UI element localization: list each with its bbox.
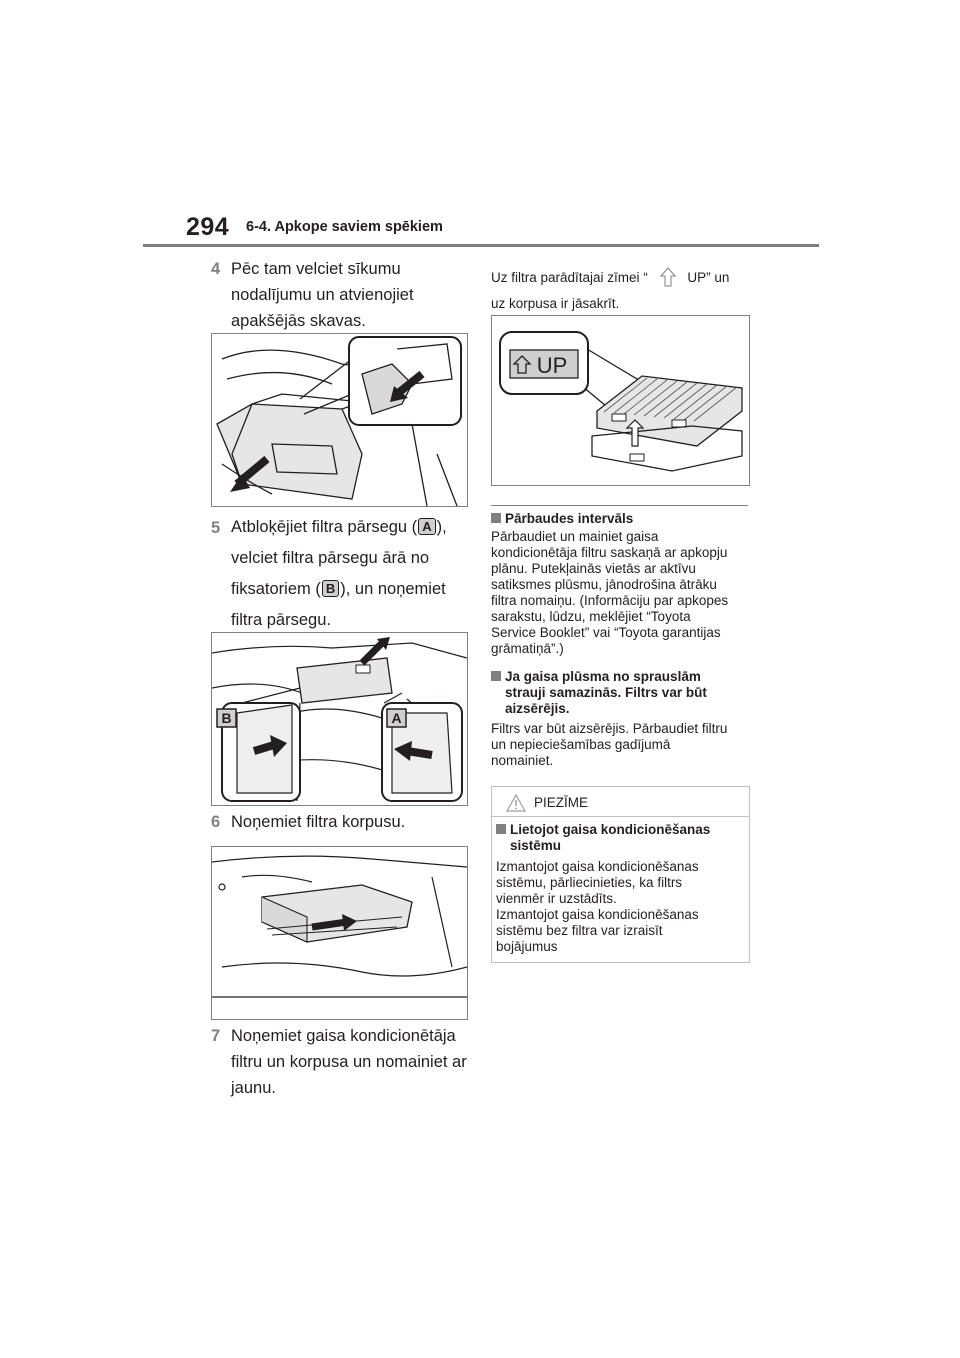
step-6: 6 Noņemiet filtra korpusu.	[211, 809, 491, 837]
callout-b: B	[216, 702, 301, 802]
inspection-line: kondicionētāja filtru saskaņā ar apkopju	[491, 545, 728, 560]
step-line: filtra pārsegu.	[231, 611, 331, 629]
filter-cover-illustration: B A	[212, 637, 467, 802]
step-line: fiksatoriem (B), un noņemiet	[231, 580, 446, 598]
up-instruction: Uz filtra parādītajai zīmei “ UP” un uz …	[491, 267, 761, 314]
figure-filter-cover: B A	[211, 632, 468, 806]
note-line: Izmantojot gaisa kondicionēšanas	[496, 907, 699, 922]
up-mark-illustration: UP	[499, 331, 743, 472]
up-arrow-icon	[659, 267, 676, 287]
airflow-line: un nepieciešamības gadījumā	[491, 737, 671, 752]
step-7: 7 Noņemiet gaisa kondicionētāja filtru u…	[211, 1023, 491, 1103]
page-number: 294	[186, 213, 230, 241]
airflow-section: Ja gaisa plūsma no sprauslām strauji sam…	[491, 669, 756, 769]
note-divider	[492, 816, 749, 817]
bullet-square-icon	[496, 824, 506, 834]
header-rule	[143, 244, 819, 247]
note-line: vienmēr ir uzstādīts.	[496, 891, 617, 906]
step-number: 5	[211, 519, 221, 537]
step-text: Atbloķējiet filtra pārsegu (A), velciet …	[231, 512, 491, 636]
warning-icon	[506, 794, 526, 812]
inspection-section: Pārbaudes intervāls Pārbaudiet un mainie…	[491, 511, 756, 657]
note-content: Lietojot gaisa kondicionēšanas sistēmu I…	[496, 822, 746, 955]
inspection-line: Service Booklet” vai “Toyota garantijas	[491, 625, 721, 640]
label-a-badge: A	[418, 518, 436, 535]
divider	[491, 505, 748, 506]
inspection-line: sarakstu, lūdzu, meklējiet “Toyota	[491, 609, 691, 624]
callout-a: A	[381, 702, 463, 802]
bullet-square-icon	[491, 671, 501, 681]
glovebox-illustration	[216, 336, 462, 506]
inspection-body: Pārbaudiet un mainiet gaisa kondicionētā…	[491, 529, 756, 657]
inspection-line: Pārbaudiet un mainiet gaisa	[491, 529, 659, 544]
step-line: Atbloķējiet filtra pārsegu (A),	[231, 518, 447, 536]
zoom-callout	[299, 336, 462, 426]
step-line: Pēc tam velciet sīkumu	[231, 260, 401, 278]
step-5: 5 Atbloķējiet filtra pārsegu (A), velcie…	[211, 515, 491, 629]
step-line: apakšējās skavas.	[231, 312, 366, 330]
note-label: PIEZĪME	[534, 795, 589, 810]
inspection-title: Pārbaudes intervāls	[491, 511, 756, 527]
callout-a-label: A	[391, 710, 401, 726]
callout-b-label: B	[221, 710, 231, 726]
airflow-line: nomainiet.	[491, 753, 554, 768]
note-line: Izmantojot gaisa kondicionēšanas	[496, 859, 699, 874]
note-header: PIEZĪME	[506, 794, 589, 812]
step-line: filtru un korpusa un nomainiet ar	[231, 1053, 467, 1071]
inspection-line: plānu. Putekļainās vietās ar aktīvu	[491, 561, 696, 576]
airflow-body: Filtrs var būt aizsērējis. Pārbaudiet fi…	[491, 721, 756, 769]
bullet-square-icon	[491, 513, 501, 523]
step-line: Noņemiet filtra korpusu.	[231, 813, 406, 831]
note-line: bojājumus	[496, 939, 558, 954]
step-number: 4	[211, 260, 221, 278]
figure-glovebox	[211, 333, 468, 507]
section-title: 6-4. Apkope saviem spēkiem	[246, 219, 443, 235]
step-text: Pēc tam velciet sīkumu nodalījumu un atv…	[231, 256, 491, 334]
up-mark-label: UP	[537, 353, 568, 378]
label-b-badge: B	[321, 580, 340, 597]
inspection-line: grāmatiņā”.)	[491, 641, 564, 656]
up-instruction-line: Uz filtra parādītajai zīmei “ UP” un	[491, 267, 761, 288]
step-number: 7	[211, 1027, 221, 1045]
inspection-line: satiksmes plūsmu, jānodrošina ātrāku	[491, 577, 717, 592]
note-line: sistēmu, pārliecinieties, ka filtrs	[496, 875, 683, 890]
airflow-title: Ja gaisa plūsma no sprauslām strauji sam…	[491, 669, 756, 717]
step-line: nodalījumu un atvienojiet	[231, 286, 414, 304]
note-line: sistēmu bez filtra var izraisīt	[496, 923, 663, 938]
note-title: Lietojot gaisa kondicionēšanas sistēmu	[496, 822, 746, 854]
note-box: PIEZĪME Lietojot gaisa kondicionēšanas s…	[491, 786, 750, 963]
step-text: Noņemiet gaisa kondicionētāja filtru un …	[231, 1023, 491, 1101]
step-line: Noņemiet gaisa kondicionētāja	[231, 1027, 456, 1045]
up-callout: UP	[499, 331, 658, 412]
step-number: 6	[211, 813, 221, 831]
airflow-line: Filtrs var būt aizsērējis. Pārbaudiet fi…	[491, 721, 728, 736]
step-line: jaunu.	[231, 1079, 276, 1097]
figure-up-mark: UP	[491, 315, 750, 486]
filter-housing-illustration	[212, 855, 467, 998]
inspection-line: filtra nomaiņu. (Informāciju par apkopes	[491, 593, 729, 608]
step-text: Noņemiet filtra korpusu.	[231, 809, 491, 835]
step-line: velciet filtra pārsegu ārā no	[231, 549, 430, 567]
step-4: 4 Pēc tam velciet sīkumu nodalījumu un a…	[211, 256, 491, 336]
figure-filter-housing	[211, 846, 468, 1020]
up-instruction-line: uz korpusa ir jāsakrīt.	[491, 296, 620, 311]
note-body: Izmantojot gaisa kondicionēšanas sistēmu…	[496, 859, 746, 955]
